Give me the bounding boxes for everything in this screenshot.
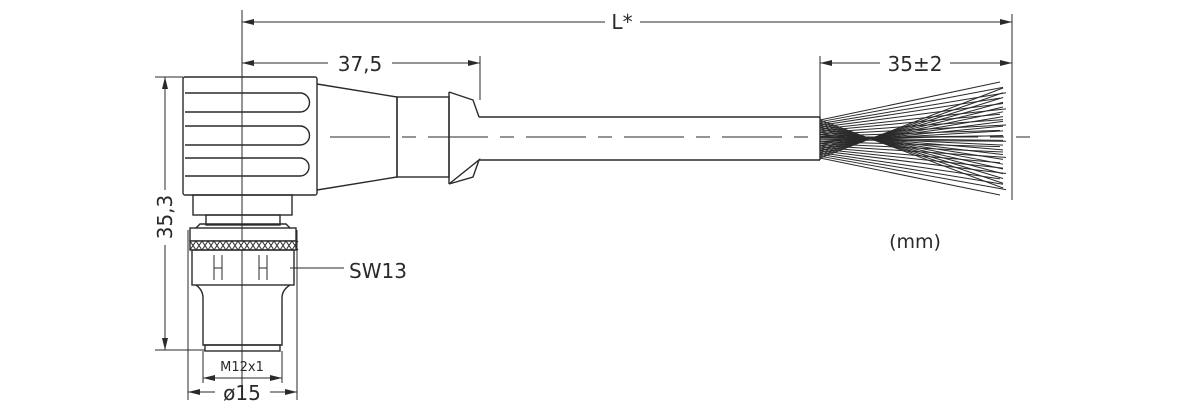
cable [479,116,821,161]
knurl-mark [213,240,221,251]
knurl-mark [285,240,293,251]
connector-angled-head [182,76,481,196]
knurl-mark [207,240,215,251]
dimension-connector-height: 35,3 [153,76,205,351]
knurl-mark [189,240,197,251]
wire-strand [819,141,1001,148]
knurl-mark [279,240,287,251]
wire-strand [819,92,1004,157]
wire-strand [819,128,1004,165]
wire-strand [819,108,1007,130]
wire-strand [819,133,1004,151]
connector-length-label: 37,5 [338,52,383,76]
wire-strand [819,123,1004,179]
unit-label: (mm) [889,231,941,253]
wire-strand [819,124,1004,175]
knurl-mark [249,240,257,251]
wire-strand [819,137,1004,141]
wire-strand [819,103,1004,128]
dimension-diameter: ø15 [187,230,298,405]
wire-strand [819,135,1004,146]
wire-strand [819,148,1004,169]
diameter-label: ø15 [223,381,261,405]
wire-strand [819,135,1004,141]
wire-strand [819,87,1004,159]
knurl-mark [267,240,275,251]
wrench-size-label: SW13 [349,259,407,283]
knurl-mark [201,240,209,251]
knurl-mark [225,240,233,251]
stripped-wires [819,81,1007,196]
wire-strand [819,92,1007,125]
knurl-mark [273,240,281,251]
wire-strand [819,121,1004,184]
dimension-strip-length: 35±2 [819,52,1012,118]
dimension-connector-length: 37,5 [242,52,481,100]
wire-strand [819,106,1004,152]
knurl-mark [219,240,227,251]
strip-length-label: 35±2 [888,52,943,76]
knurl-mark [261,240,269,251]
wire-strand [819,155,1007,191]
wire-strand [819,157,1001,196]
wire-strand [819,81,1001,121]
wire-strand [819,153,1004,185]
wire-strand [819,86,1004,123]
wire-strand [819,130,1004,160]
connector-plug [189,194,299,352]
wire-strand [819,146,1001,164]
wire-strand [819,119,1004,134]
wire-strand [819,132,1004,156]
wire-strand [819,126,1004,170]
knurl-mark [255,240,263,251]
wire-strand [819,113,1001,132]
connector-height-label: 35,3 [153,195,177,240]
dimension-thread: M12x1 [202,351,283,383]
knurl-mark [237,240,245,251]
total-length-label: L* [611,10,632,34]
knurl-mark [243,240,251,251]
wire-strand [819,101,1004,154]
knurl-mark [195,240,203,251]
wire-strand [819,125,1004,145]
wire-strand [819,97,1001,126]
dimension-total-length: L* [242,10,1013,200]
wire-strand [819,152,1001,180]
knurl-mark [231,240,239,251]
wire-strand [819,119,1004,189]
thread-label: M12x1 [220,360,264,375]
